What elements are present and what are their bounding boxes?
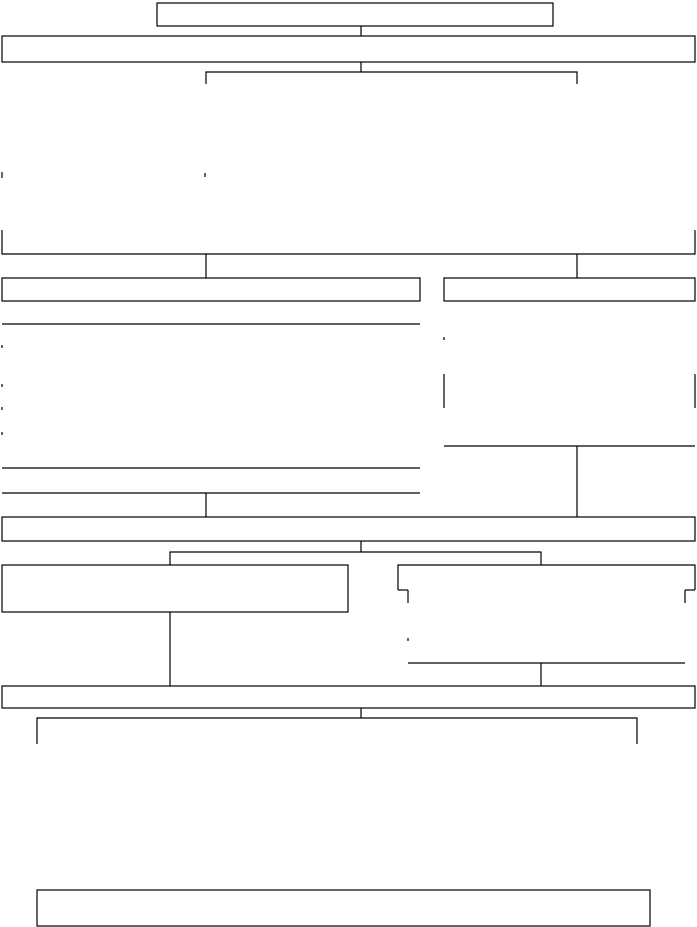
connector-bracket-wide bbox=[1, 230, 696, 255]
flow-box-top-title bbox=[156, 2, 554, 27]
flow-box-right-column bbox=[443, 277, 696, 302]
flow-box-left-lower bbox=[1, 564, 349, 613]
connector-split-1 bbox=[205, 71, 578, 84]
flow-box-banner-3 bbox=[1, 685, 696, 709]
flow-box-left-column bbox=[1, 277, 421, 302]
flow-box-banner-2 bbox=[1, 516, 696, 542]
connector-split-3 bbox=[36, 717, 638, 744]
diagram-connectors bbox=[1, 26, 696, 744]
connector-split-2 bbox=[169, 551, 542, 565]
flow-box-bottom bbox=[36, 889, 651, 927]
bracket-right-lower bbox=[397, 564, 696, 590]
flow-box-banner-1 bbox=[1, 35, 696, 63]
